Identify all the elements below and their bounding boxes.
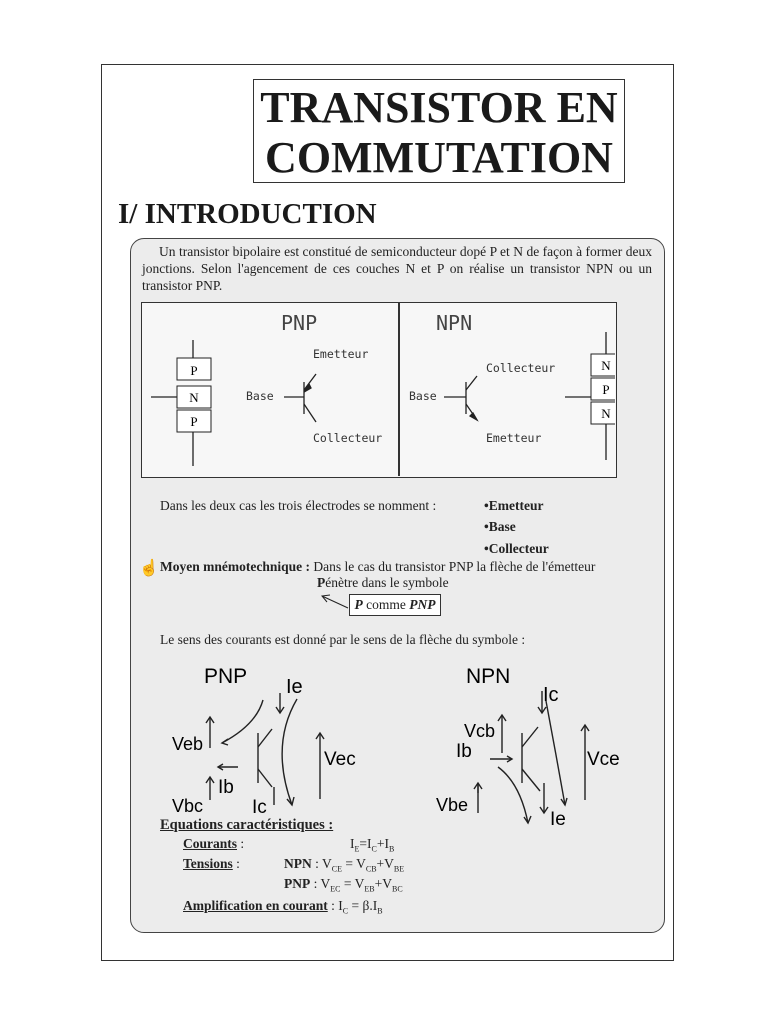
- mnemonic-box-p: P: [354, 597, 363, 612]
- electrode-base: •Base: [484, 519, 516, 534]
- pnp-current-title: PNP: [204, 665, 247, 688]
- npn-layer-1-label: N: [601, 358, 611, 373]
- npn-ic-label: Ic: [543, 684, 559, 706]
- pnp-layer-2-label: N: [189, 390, 199, 405]
- pnp-ic-label: Ic: [252, 797, 267, 818]
- amplification-label: Amplification en courant: [183, 898, 328, 913]
- electrode-emetteur: •Emetteur: [484, 498, 544, 513]
- npn-layer-2: [590, 377, 615, 401]
- npn-symbol-icon: [444, 375, 479, 422]
- pnp-current-arrows-icon: [205, 693, 325, 807]
- npn-equation-label: NPN: [284, 856, 312, 871]
- npn-layer-3: [590, 401, 615, 425]
- mnemonic-box-pnp: PNP: [409, 597, 436, 612]
- section-title: I/ INTRODUCTION: [118, 198, 377, 230]
- pnp-tension-equation: PNP : VEC = VEB+VBC: [284, 876, 403, 894]
- npn-current-title: NPN: [466, 665, 510, 688]
- tensions-row: Tensions :: [183, 856, 240, 871]
- mnemonic-box-comme: comme: [362, 597, 410, 612]
- npn-vbe-label: Vbe: [436, 795, 468, 815]
- mnemonic-rest: énètre dans le symbole: [325, 575, 449, 590]
- pnp-layer-3-label: P: [190, 414, 197, 429]
- npn-layer-2-label: P: [602, 382, 609, 397]
- mnemonic-label: Moyen mnémotechnique :: [160, 559, 310, 574]
- pnp-symbol-icon: [284, 373, 317, 423]
- courants-equation: IE=IC+IB: [350, 836, 395, 854]
- npn-title: NPN: [436, 311, 472, 335]
- structure-diagram-svg: PNP P N P Emetteur Base Collecteur NPN C…: [151, 311, 615, 466]
- mnemonic-text: Dans le cas du transistor PNP la flèche …: [313, 559, 596, 574]
- npn-vcb-label: Vcb: [464, 721, 495, 741]
- pnp-vbc-label: Vbc: [172, 796, 203, 816]
- pnp-vec-label: Vec: [324, 749, 356, 770]
- npn-ie-label: Ie: [550, 809, 566, 830]
- npn-collecteur-label: Collecteur: [486, 361, 555, 375]
- pointing-hand-icon: ☝: [139, 560, 159, 577]
- equations-title: Equations caractéristiques :: [160, 817, 334, 833]
- page-title: TRANSISTOR EN COMMUTATION: [253, 79, 625, 183]
- mnemonic-line-1: Moyen mnémotechnique : Dans le cas du tr…: [160, 559, 595, 575]
- mnemonic-line-2: Pénètre dans le symbole: [317, 575, 449, 591]
- pnp-equation-label: PNP: [284, 876, 311, 891]
- npn-ib-label: Ib: [456, 741, 472, 762]
- npn-layer-1: [590, 353, 615, 377]
- pnp-layer-1-label: P: [190, 363, 197, 378]
- npn-current-arrows-icon: [473, 691, 590, 825]
- pnp-title: PNP: [281, 311, 317, 335]
- mnemonic-arrow-icon: [321, 594, 349, 609]
- pnp-emetteur-label: Emetteur: [313, 347, 368, 361]
- electrodes-sentence: Dans les deux cas les trois électrodes s…: [160, 498, 437, 513]
- title-line-1: TRANSISTOR EN: [260, 83, 618, 132]
- current-diagram-svg: PNP Ie Veb Vec Ib Vbc Ic NPN Ic Vcb Ib V…: [172, 665, 620, 830]
- pnp-base-label: Base: [246, 389, 274, 403]
- title-line-2: COMMUTATION: [265, 133, 613, 182]
- electrode-collecteur: •Collecteur: [484, 541, 549, 556]
- pnp-veb-label: Veb: [172, 734, 203, 754]
- tensions-label: Tensions: [183, 856, 233, 871]
- npn-tension-equation: NPN : VCE = VCB+VBE: [284, 856, 405, 874]
- currents-sentence: Le sens des courants est donné par le se…: [160, 632, 526, 647]
- mnemonic-box: P comme PNP: [349, 594, 441, 616]
- npn-layer-3-label: N: [601, 406, 611, 421]
- pnp-layer-3: [176, 409, 212, 433]
- pnp-layer-1: [176, 357, 212, 381]
- pnp-ie-label: Ie: [286, 676, 303, 698]
- courants-row: Courants :: [183, 836, 245, 851]
- pnp-ib-label: Ib: [218, 777, 234, 798]
- courants-label: Courants: [183, 836, 238, 851]
- pnp-collecteur-label: Collecteur: [313, 431, 382, 445]
- amplification-row: Amplification en courant : IC = β.IB: [183, 898, 383, 916]
- intro-paragraph: Un transistor bipolaire est constitué de…: [142, 244, 652, 293]
- diagram-divider: [398, 302, 400, 476]
- npn-vce-label: Vce: [587, 749, 620, 770]
- npn-base-label: Base: [409, 389, 437, 403]
- transistor-structure-diagram: [141, 302, 617, 478]
- mnemonic-bold-p: P: [317, 575, 326, 590]
- npn-emetteur-label: Emetteur: [486, 431, 541, 445]
